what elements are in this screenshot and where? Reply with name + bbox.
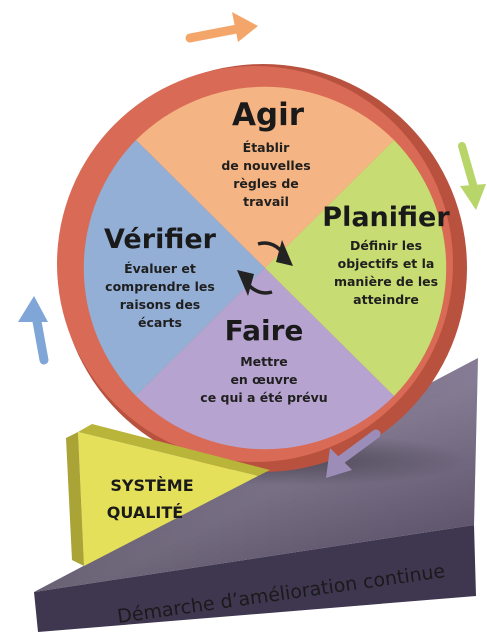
arrow-right-icon: [458, 142, 486, 210]
faire-desc-line: Mettre: [240, 354, 288, 369]
verifier-desc-line: comprendre les: [105, 279, 215, 294]
verifier-desc-line: écarts: [138, 315, 182, 330]
wedge-label-line: SYSTÈME: [110, 476, 193, 495]
faire-title: Faire: [225, 314, 304, 347]
verifier-desc-line: raisons des: [120, 297, 200, 312]
planifier-desc-line: manière de les: [334, 274, 438, 289]
arrow-left-icon: [18, 296, 49, 365]
arrow-top-icon: [185, 12, 258, 43]
wedge-label-line: QUALITÉ: [107, 503, 183, 522]
quadrant-faire: [136, 268, 394, 450]
quadrant-verifier: [83, 140, 265, 396]
quadrant-planifier: [265, 140, 447, 396]
agir-desc-line: Établir: [243, 140, 290, 155]
quadrant-agir: [136, 86, 394, 269]
agir-desc-line: de nouvelles: [221, 158, 310, 173]
wheel-face: [83, 86, 447, 450]
quality-system-wedge: [66, 424, 270, 566]
agir-desc-line: règles de: [233, 176, 299, 191]
arrow-bottom-icon: [326, 429, 381, 478]
planifier-desc-line: atteindre: [353, 292, 419, 307]
faire-desc-line: en œuvre: [230, 372, 297, 387]
cycle-arrows-icon: [237, 240, 293, 296]
verifier-desc-line: Évaluer et: [124, 261, 196, 276]
faire-desc-line: ce qui a été prévu: [200, 390, 327, 405]
planifier-desc-line: Définir les: [350, 238, 422, 253]
verifier-title: Vérifier: [104, 224, 217, 255]
agir-title: Agir: [232, 97, 305, 133]
planifier-desc-line: objectifs et la: [338, 256, 435, 271]
planifier-title: Planifier: [322, 202, 450, 233]
agir-desc-line: travail: [243, 194, 289, 209]
